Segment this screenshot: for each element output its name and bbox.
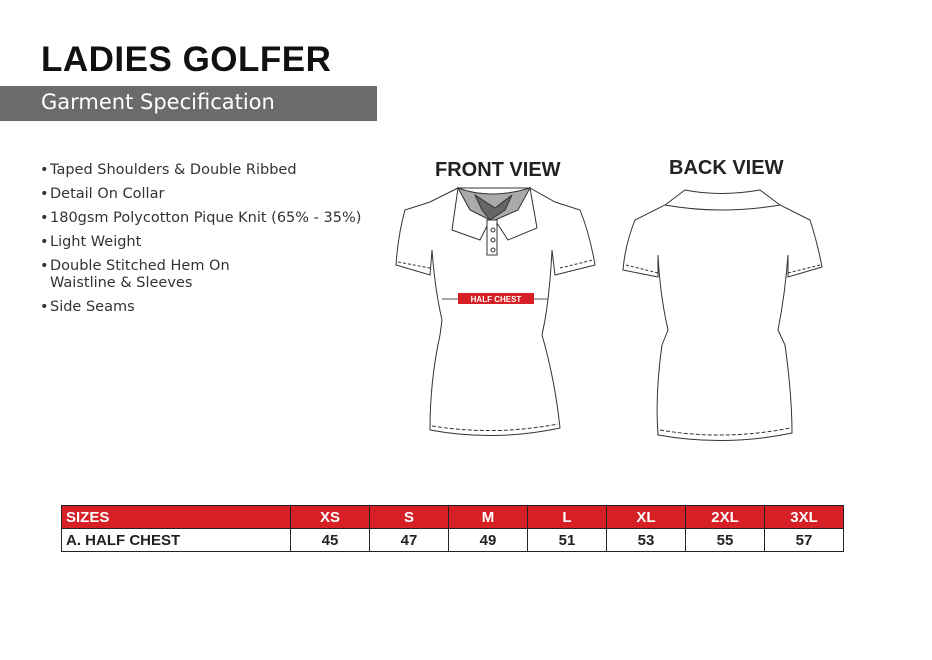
table-cell: 45 xyxy=(290,528,370,552)
half-chest-marker xyxy=(458,293,534,304)
front-shirt-illustration: HALF CHEST xyxy=(395,186,596,436)
table-cell: 49 xyxy=(448,528,528,552)
table-cell: 57 xyxy=(764,528,844,552)
subtitle-bar xyxy=(0,86,377,121)
page-title: LADIES GOLFER xyxy=(41,40,332,79)
table-cell: 47 xyxy=(369,528,449,552)
feature-item: •Side Seams xyxy=(40,299,135,315)
feature-list: •Taped Shoulders & Double Ribbed •Detail… xyxy=(40,162,361,323)
header-cell: 3XL xyxy=(764,505,844,529)
header-cell: L xyxy=(527,505,607,529)
back-view-label: BACK VIEW xyxy=(669,157,784,179)
page-subtitle: Garment Specification xyxy=(41,90,275,114)
header-cell: SIZES xyxy=(61,505,291,529)
feature-item: •180gsm Polycotton Pique Knit (65% - 35%… xyxy=(40,210,362,226)
feature-item: •Double Stitched Hem On Waistline & Slee… xyxy=(40,258,230,291)
table-cell: 55 xyxy=(685,528,765,552)
row-label: A. HALF CHEST xyxy=(61,528,291,552)
header-cell: 2XL xyxy=(685,505,765,529)
half-chest-label: HALF CHEST xyxy=(471,295,522,304)
header-cell: XL xyxy=(606,505,686,529)
table-header-row: SIZES XS S M L XL 2XL 3XL xyxy=(61,505,844,529)
table-row: A. HALF CHEST 45 47 49 51 53 55 57 xyxy=(61,528,844,552)
header-cell: XS xyxy=(290,505,370,529)
header-cell: M xyxy=(448,505,528,529)
size-chart-table: SIZES XS S M L XL 2XL 3XL A. HALF CHEST … xyxy=(61,505,844,552)
table-cell: 53 xyxy=(606,528,686,552)
feature-item: •Detail On Collar xyxy=(40,186,165,202)
header-cell: S xyxy=(369,505,449,529)
back-shirt-illustration xyxy=(622,189,823,441)
feature-item: •Light Weight xyxy=(40,234,142,250)
feature-item: •Taped Shoulders & Double Ribbed xyxy=(40,162,297,178)
front-view-label: FRONT VIEW xyxy=(435,159,561,181)
table-cell: 51 xyxy=(527,528,607,552)
